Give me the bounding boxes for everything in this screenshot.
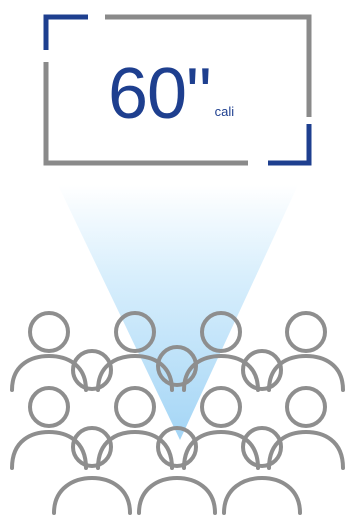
projector-beam: [58, 185, 298, 440]
screen-frame: [43, 14, 312, 166]
screen-corner-brackets: [43, 14, 312, 166]
audience-people-icon: [10, 311, 345, 515]
screen-size-unit: cali: [214, 104, 235, 119]
screen-size-value: 60": [108, 54, 212, 134]
screen-size-label: 60" cali: [108, 50, 234, 130]
